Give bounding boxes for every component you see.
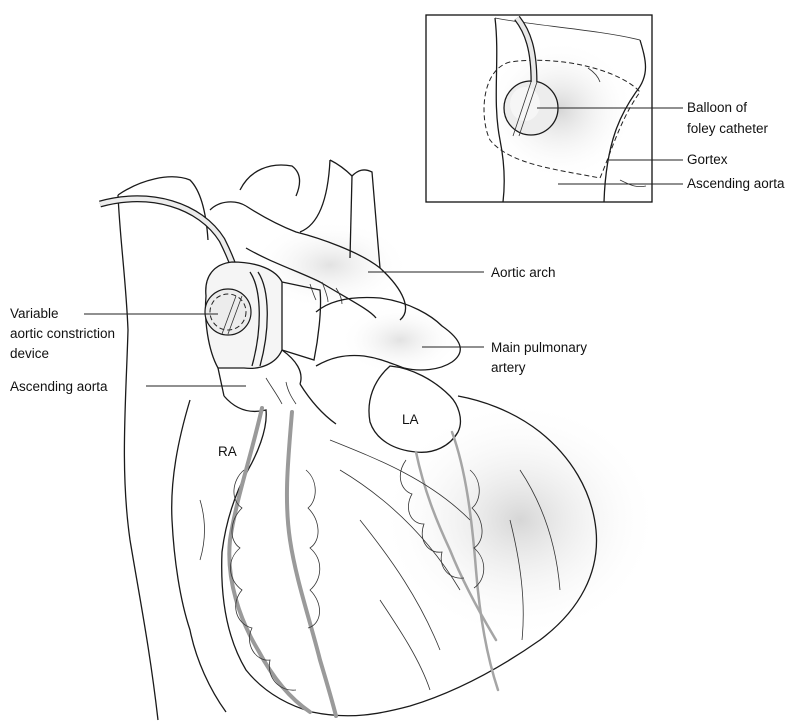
balloon-label-line1: Balloon of	[687, 100, 747, 115]
coronary-fat-right	[306, 470, 320, 628]
arch-branch-1	[240, 165, 299, 196]
ra-texture	[200, 500, 205, 560]
la-label: LA	[402, 412, 419, 427]
pa-shading	[340, 305, 460, 375]
heart-illustration	[100, 160, 660, 720]
device-label-line2: aortic constriction	[10, 326, 115, 341]
heart-shading-center	[380, 400, 660, 640]
balloon-label-line2: foley catheter	[687, 121, 769, 136]
arch-branch-5	[210, 202, 246, 210]
ascending-aorta-texture	[266, 378, 296, 404]
coronary-vessel-2	[287, 412, 336, 716]
inset-balloon-highlight	[510, 87, 540, 121]
aortic-arch-label: Aortic arch	[491, 265, 556, 280]
coronary-vessel-1	[229, 408, 310, 712]
main-pa-label-line2: artery	[491, 360, 526, 375]
gortex-label: Gortex	[687, 152, 728, 167]
inset-ascending-aorta-label: Ascending aorta	[687, 176, 785, 191]
device-label-line1: Variable	[10, 306, 59, 321]
device-balloon	[205, 289, 251, 335]
device-label-line3: device	[10, 346, 49, 361]
main-pa-label-line1: Main pulmonary	[491, 340, 587, 355]
ra-label: RA	[218, 444, 237, 459]
svc-outline	[118, 177, 208, 720]
ascending-aorta-label: Ascending aorta	[10, 379, 108, 394]
